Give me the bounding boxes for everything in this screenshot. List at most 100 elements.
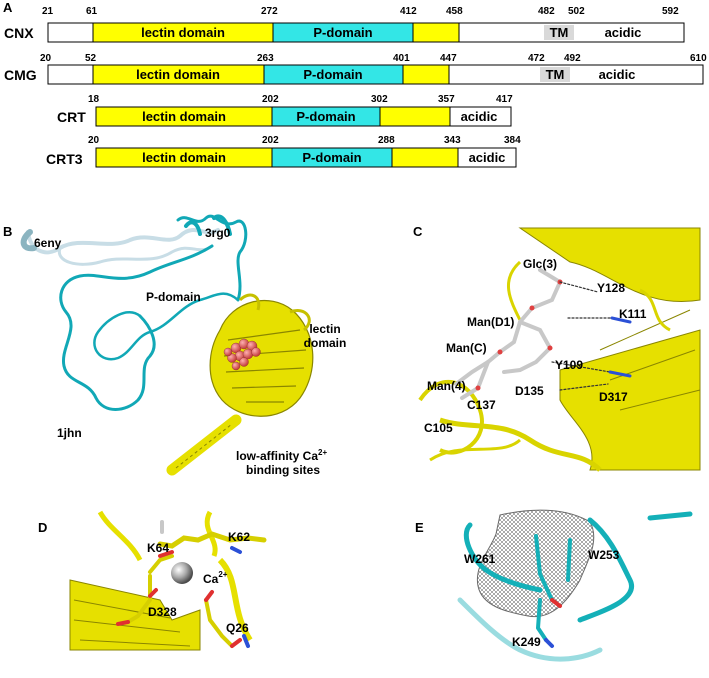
calcium-ion-charge: 2+ (218, 570, 227, 579)
lectin-domain-segment (412, 22, 460, 43)
position-label: 384 (504, 135, 521, 146)
tm-segment (544, 25, 574, 40)
protein-name: CRT3 (46, 151, 83, 167)
protein-name: CNX (4, 25, 34, 41)
p-domain-label: P-domain (296, 109, 355, 124)
position-label: 288 (378, 135, 395, 146)
calcium-sites-label-line2: binding sites (246, 463, 320, 477)
acidic-label: acidic (469, 150, 506, 165)
position-label: 357 (438, 94, 455, 105)
position-start: 20 (88, 135, 100, 146)
panel-b: B 6eny 3rg0 P-domain le (3, 214, 347, 477)
residue-label-k111: K111 (619, 307, 647, 321)
calcium-site-cartoon (69, 510, 253, 651)
residue-label-k64: K64 (147, 541, 169, 555)
residue-label-w253: W253 (588, 548, 620, 562)
pdb-label-1jhn: 1jhn (57, 426, 82, 440)
panel-c: C Glc(3) Y128 K111 Man(D1) Man(C) (413, 224, 701, 472)
tm-label: TM (550, 25, 569, 40)
position-label: 447 (440, 53, 457, 64)
position-label: 202 (262, 94, 279, 105)
residue-label-d317: D317 (599, 390, 628, 404)
residue-label-y128: Y128 (597, 281, 625, 295)
pdb-label-3rg0: 3rg0 (205, 226, 231, 240)
calcium-label-text: low-affinity Ca (236, 449, 318, 463)
position-label: 458 (446, 6, 463, 17)
tm-label: TM (546, 67, 565, 82)
lectin-domain-label-line1: lectin (309, 322, 340, 336)
calcium-ion-text: Ca (203, 572, 219, 586)
lectin-domain-segment (402, 64, 450, 85)
domain-map-cnx: CNX 21 61 272 412 458 482 502 592 lectin… (4, 6, 685, 43)
panel-a-letter: A (3, 0, 13, 15)
position-start: 20 (40, 53, 52, 64)
residue-label-y109: Y109 (555, 358, 583, 372)
lectin-domain-segment (391, 147, 459, 168)
position-start: 18 (88, 94, 100, 105)
position-label: 492 (564, 53, 581, 64)
residue-label-d135: D135 (515, 384, 544, 398)
pdb-label-6eny: 6eny (34, 236, 62, 250)
position-label: 401 (393, 53, 410, 64)
domain-map-crt3: CRT3 20 202 288 343 384 lectin domain P-… (46, 135, 521, 168)
residue-label-k62: K62 (228, 530, 250, 544)
protein-name: CRT (57, 109, 86, 125)
binding-site-ribbon (457, 511, 693, 662)
side-chain-sticks (116, 520, 267, 648)
residue-label-man4: Man(4) (427, 379, 466, 393)
position-label: 412 (400, 6, 417, 17)
panel-e: E W261 W253 K249 (415, 509, 693, 662)
lectin-domain-label: lectin domain (136, 67, 220, 82)
position-label: 417 (496, 94, 513, 105)
p-domain-label: P-domain (302, 150, 361, 165)
position-label: 272 (261, 6, 278, 17)
residue-label-man-c: Man(C) (446, 341, 487, 355)
lectin-binding-site-cartoon (418, 227, 701, 472)
glycan-spheres (223, 338, 261, 371)
residue-label-man-d1: Man(D1) (467, 315, 514, 329)
position-label: 61 (86, 6, 98, 17)
p-domain-label: P-domain (303, 67, 362, 82)
acidic-label: acidic (461, 109, 498, 124)
p-domain-ribbon (20, 214, 248, 411)
residue-label-c137: C137 (467, 398, 496, 412)
panel-d: D K64 K62 Ca2+ D328 Q26 (38, 510, 267, 651)
tm-segment (540, 67, 570, 82)
position-label: 472 (528, 53, 545, 64)
residue-label-d328: D328 (148, 605, 177, 619)
position-label: 263 (257, 53, 274, 64)
position-label: 610 (690, 53, 707, 64)
position-label: 482 (538, 6, 555, 17)
position-label: 592 (662, 6, 679, 17)
residue-label-w261: W261 (464, 552, 496, 566)
lectin-domain-label-line2: domain (304, 336, 347, 350)
position-label: 52 (85, 53, 97, 64)
position-label: 302 (371, 94, 388, 105)
panel-c-letter: C (413, 224, 423, 239)
calcium-ion-sphere (171, 562, 193, 584)
calcium-charge: 2+ (318, 448, 327, 457)
acidic-label: acidic (599, 67, 636, 82)
p-domain-label: P-domain (146, 290, 201, 304)
domain-map-cmg: CMG 20 52 263 401 447 472 492 610 lectin… (4, 53, 707, 85)
lectin-domain-label: lectin domain (141, 25, 225, 40)
panel-e-letter: E (415, 520, 424, 535)
position-label: 502 (568, 6, 585, 17)
p-domain-label: P-domain (313, 25, 372, 40)
lectin-domain-label: lectin domain (142, 150, 226, 165)
panel-d-letter: D (38, 520, 47, 535)
domain-map-crt: CRT 18 202 302 357 417 lectin domain P-d… (57, 94, 513, 127)
residue-label-k249: K249 (512, 635, 541, 649)
panel-a: A CNX 21 61 272 412 458 482 502 592 lect… (3, 0, 707, 168)
position-start: 21 (42, 6, 54, 17)
position-label: 202 (262, 135, 279, 146)
calcium-sites-label-line1: low-affinity Ca2+ (236, 448, 327, 463)
glycan-sticks (454, 268, 632, 400)
lectin-domain-segment (379, 106, 451, 127)
position-label: 343 (444, 135, 461, 146)
lectin-domain-label: lectin domain (142, 109, 226, 124)
protein-name: CMG (4, 67, 37, 83)
lectin-domain-ribbon (166, 293, 314, 476)
panel-b-letter: B (3, 224, 12, 239)
